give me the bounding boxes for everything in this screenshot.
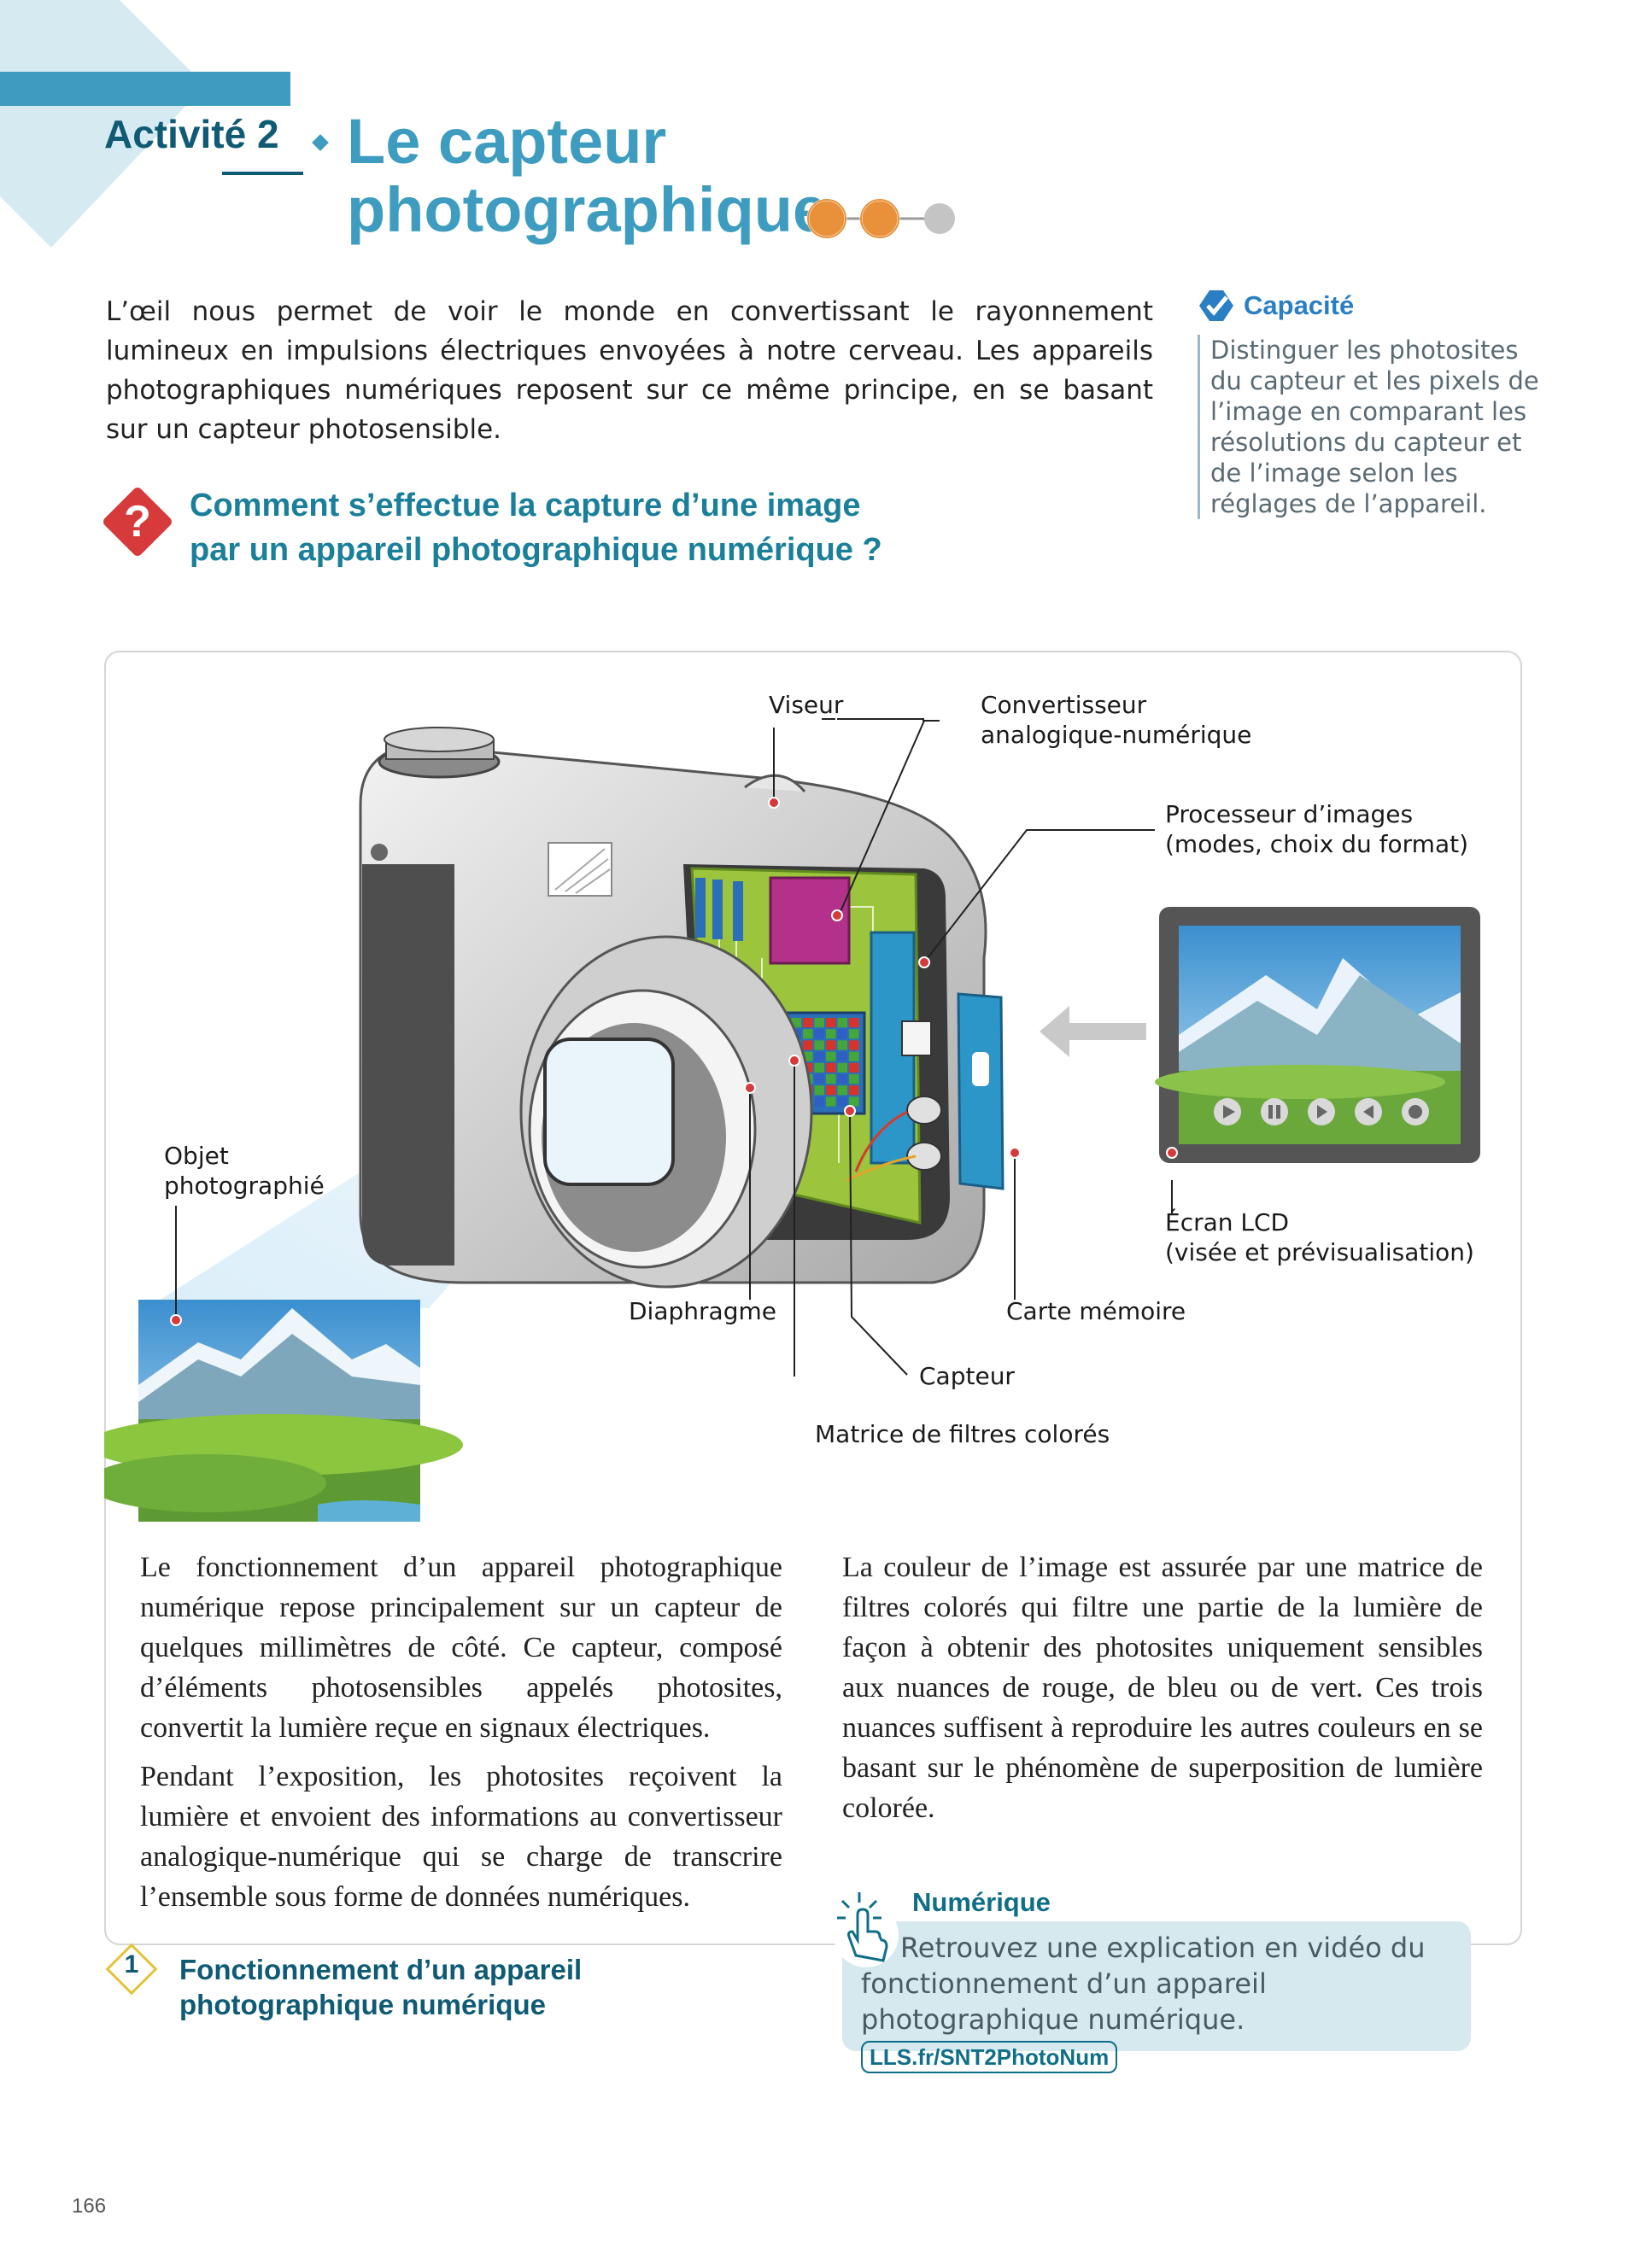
- label-objet-line-2: photographié: [164, 1171, 325, 1201]
- filter-cell: [849, 1029, 859, 1038]
- label-carte-memoire: Carte mémoire: [1006, 1296, 1186, 1326]
- filter-cell: [849, 1052, 859, 1061]
- filter-cell: [838, 1063, 848, 1073]
- filter-cell: [849, 1063, 859, 1073]
- label-processeur: Processeur d’images (modes, choix du for…: [1165, 799, 1468, 859]
- question-line-1: Comment s’effectue la capture d’une imag…: [190, 483, 958, 528]
- activity-label: Activité 2: [104, 111, 279, 157]
- figure-number: 1: [104, 1950, 159, 1979]
- capacite-header: Capacité: [1198, 289, 1556, 323]
- memory-card: [958, 994, 1003, 1189]
- label-processeur-line-1: Processeur d’images: [1165, 799, 1468, 829]
- left-paragraph-2: Pendant l’exposition, les photosites reç…: [140, 1757, 782, 1917]
- filter-cell: [838, 1029, 848, 1038]
- numerique-text: Retrouvez une explication en vidéo du fo…: [861, 1930, 1459, 2073]
- figure-caption-line-2: photographique numérique: [179, 1987, 624, 2022]
- header-bar: [0, 72, 290, 106]
- capacite-text: Distinguer les photosites du capteur et …: [1198, 335, 1556, 519]
- label-convertisseur-line-2: analogique-numérique: [981, 720, 1251, 750]
- filter-cell: [826, 1052, 836, 1061]
- filter-cell: [815, 1040, 825, 1049]
- filter-cell: [849, 1040, 859, 1049]
- filter-cell: [815, 1029, 825, 1038]
- numerique-description: Retrouvez une explication en vidéo du fo…: [861, 1932, 1426, 2036]
- label-viseur: Viseur: [769, 690, 843, 720]
- capacite-title: Capacité: [1244, 290, 1354, 321]
- filter-cell: [815, 1018, 825, 1027]
- filter-cell: [838, 1040, 848, 1049]
- intro-paragraph: L’œil nous permet de voir le monde en co…: [106, 292, 1153, 449]
- filter-cell: [838, 1085, 848, 1095]
- video-link[interactable]: LLS.fr/SNT2PhotoNum: [861, 2041, 1117, 2073]
- checkmark-badge-icon: [1198, 289, 1235, 323]
- page-number: 166: [72, 2195, 106, 2218]
- left-column: Le fonctionnement d’un appareil photogra…: [140, 1547, 782, 1917]
- figure-caption-line-1: Fonctionnement d’un appareil: [179, 1952, 624, 1987]
- label-ecran: Écran LCD (visée et prévisualisation): [1165, 1207, 1474, 1267]
- numerique-title: Numérique: [912, 1887, 1051, 1918]
- right-column: La couleur de l’image est assurée par un…: [842, 1547, 1483, 1828]
- filter-cell: [815, 1096, 825, 1106]
- filter-cell: [803, 1029, 813, 1038]
- label-convertisseur: Convertisseur analogique-numérique: [981, 690, 1251, 750]
- filter-cell: [849, 1085, 859, 1095]
- filter-cell: [826, 1074, 836, 1084]
- camera-grip: [362, 864, 454, 1266]
- filter-cell: [826, 1063, 836, 1073]
- filter-cell: [826, 1018, 836, 1027]
- filter-cell: [838, 1096, 848, 1106]
- lens-glass: [545, 1039, 673, 1184]
- right-paragraph-1: La couleur de l’image est assurée par un…: [842, 1547, 1483, 1828]
- title-line-1: Le capteur: [347, 108, 1030, 176]
- arrow-icon: [1040, 1006, 1146, 1057]
- filter-cell: [849, 1074, 859, 1084]
- filter-cell: [838, 1018, 848, 1027]
- activity-separator-icon: [312, 134, 329, 151]
- filter-cell: [849, 1096, 859, 1106]
- filter-cell: [826, 1096, 836, 1106]
- label-convertisseur-line-1: Convertisseur: [981, 690, 1251, 720]
- label-objet-line-1: Objet: [164, 1141, 325, 1171]
- filter-cell: [838, 1052, 848, 1061]
- label-ecran-line-1: Écran LCD: [1165, 1207, 1474, 1237]
- figure-caption: Fonctionnement d’un appareil photographi…: [179, 1952, 624, 2022]
- camera-illustration: [104, 651, 1522, 1539]
- filter-cell: [803, 1018, 813, 1027]
- label-diaphragme: Diaphragme: [629, 1296, 776, 1326]
- question-icon: ?: [101, 485, 174, 558]
- filter-cell: [815, 1063, 825, 1073]
- photographed-object-image: [104, 1300, 463, 1522]
- filter-cell: [803, 1040, 813, 1049]
- filter-cell: [815, 1074, 825, 1084]
- capacite-box: Capacité Distinguer les photosites du ca…: [1198, 289, 1556, 519]
- filter-cell: [815, 1052, 825, 1061]
- filter-cell: [826, 1085, 836, 1095]
- label-capteur: Capteur: [919, 1361, 1015, 1391]
- label-processeur-line-2: (modes, choix du format): [1165, 829, 1468, 859]
- filter-cell: [815, 1085, 825, 1095]
- svg-text:?: ?: [124, 497, 151, 547]
- filter-cell: [826, 1040, 836, 1049]
- filter-cell: [826, 1029, 836, 1038]
- guiding-question: Comment s’effectue la capture d’une imag…: [190, 483, 958, 572]
- filter-cell: [849, 1018, 859, 1027]
- label-objet: Objet photographié: [164, 1141, 325, 1201]
- question-line-2: par un appareil photographique numérique…: [190, 528, 958, 572]
- difficulty-level-icon: [806, 195, 960, 243]
- activity-underline: [222, 172, 303, 175]
- filter-cell: [838, 1074, 848, 1084]
- left-paragraph-1: Le fonctionnement d’un appareil photogra…: [140, 1547, 782, 1748]
- label-ecran-line-2: (visée et prévisualisation): [1165, 1237, 1474, 1267]
- label-matrice: Matrice de filtres colorés: [815, 1419, 1110, 1449]
